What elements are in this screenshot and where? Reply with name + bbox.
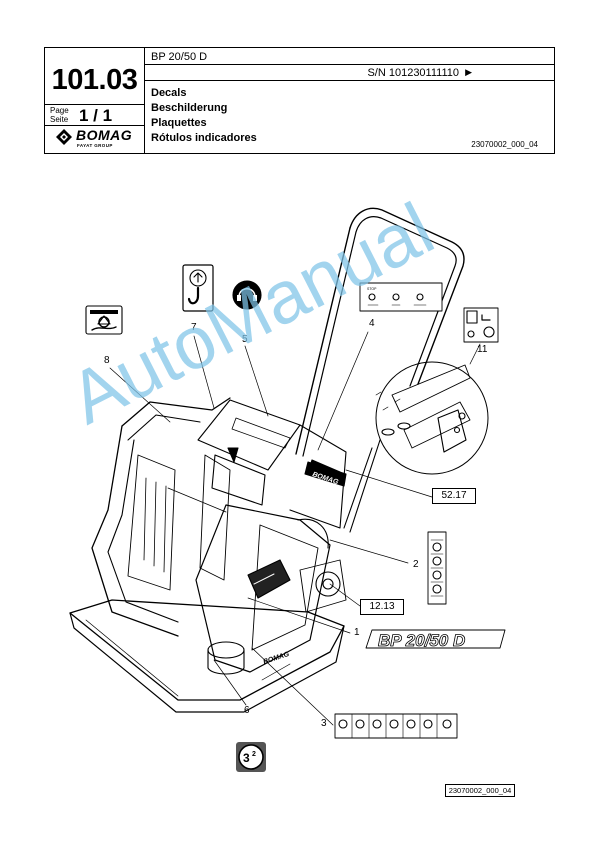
- plate-compactor-drawing: BOMAG BOMAG STOP: [69, 207, 506, 772]
- decal-1-model-name: BP 20/50 D: [365, 629, 506, 650]
- title-en: Decals: [151, 87, 187, 99]
- stop-label: STOP: [367, 287, 377, 291]
- title-es: Rótulos indicadores: [151, 132, 257, 144]
- callout-1: 1: [354, 627, 360, 638]
- bomag-plate-decal: BOMAG: [262, 651, 290, 666]
- serial-number: S/N 101230111110: [367, 67, 459, 79]
- doc-reference: 23070002_000_04: [471, 140, 538, 149]
- logo-text: BOMAG: [76, 127, 133, 143]
- header-rule: [144, 64, 554, 65]
- bomag-logo: BOMAG FAYAT GROUP: [52, 127, 140, 153]
- serial-arrow-icon: ▶: [465, 67, 472, 77]
- decal-4-control-panel-icon: STOP: [359, 282, 443, 312]
- ref-box-12-13[interactable]: 12.13: [360, 599, 404, 615]
- decal-8-icon: [85, 305, 123, 335]
- svg-text:2: 2: [252, 751, 256, 758]
- logo-subtext: FAYAT GROUP: [77, 143, 113, 148]
- decal-7-lift-hook-icon: [182, 264, 214, 312]
- header-rule: [45, 104, 144, 105]
- callout-6: 6: [244, 705, 250, 716]
- callout-3: 3: [321, 718, 327, 729]
- callout-11: 11: [477, 344, 488, 355]
- footer-doc-reference: 23070002_000_04: [445, 784, 515, 797]
- page-titles: Decals Beschilderung Plaquettes Rótulos …: [151, 86, 257, 146]
- bomag-mark-icon: [56, 129, 72, 145]
- page-label: Page Seite: [50, 106, 69, 124]
- callout-5: 5: [242, 334, 248, 345]
- decal-6-icon: 3 2: [236, 742, 266, 772]
- decal-11-icon: [463, 307, 499, 343]
- callout-4: 4: [369, 318, 375, 329]
- model-name: BP 20/50 D: [151, 51, 208, 63]
- page-value: 1 / 1: [79, 106, 113, 125]
- header-rule: [144, 80, 554, 81]
- callout-8: 8: [104, 355, 110, 366]
- ref-box-52-17[interactable]: 52.17: [432, 488, 476, 504]
- header-divider: [144, 48, 145, 153]
- callout-7: 7: [191, 322, 197, 333]
- model-decal-text: BP 20/50 D: [378, 631, 465, 650]
- decal-3-warning-strip-icon: [334, 713, 458, 739]
- decal-2-strip-icon: [427, 531, 447, 605]
- title-de: Beschilderung: [151, 102, 228, 114]
- header-rule: [45, 125, 144, 126]
- section-number: 101.03: [51, 64, 138, 96]
- title-fr: Plaquettes: [151, 117, 207, 129]
- svg-text:3: 3: [243, 751, 250, 765]
- decal-5-ear-protection-icon: [232, 280, 262, 310]
- header-block: BP 20/50 D S/N 101230111110 ▶ 101.03 Pag…: [44, 47, 555, 154]
- callout-2: 2: [413, 559, 419, 570]
- leader-lines: [109, 331, 481, 726]
